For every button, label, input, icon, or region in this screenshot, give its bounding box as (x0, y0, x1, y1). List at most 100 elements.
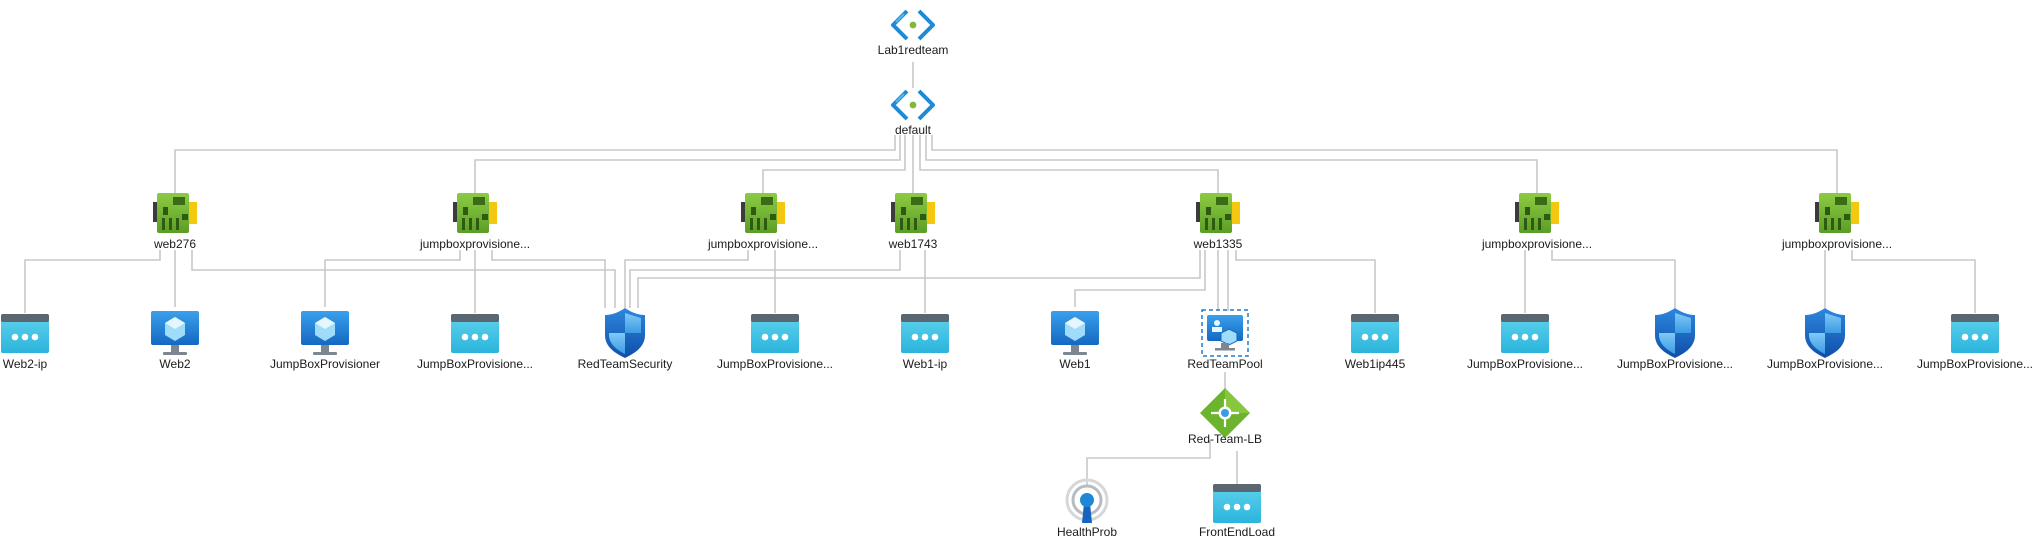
edge (925, 135, 1538, 194)
node-label: Web1-ip (903, 357, 948, 371)
node-label: jumpboxprovisione... (419, 237, 530, 251)
node-label: Web1ip445 (1345, 357, 1406, 371)
node-label: Lab1redteam (878, 43, 949, 57)
node-label: jumpboxprovisione... (707, 237, 818, 251)
public-ip-icon (1, 314, 49, 353)
node-nic-web276[interactable]: web276 (153, 193, 197, 251)
node-lb[interactable]: Red-Team-LB (1188, 388, 1262, 446)
node-pip-jbp4[interactable]: JumpBoxProvisione... (1917, 314, 2033, 371)
edge-layer (24, 62, 1976, 486)
node-label: JumpBoxProvisione... (1917, 357, 2033, 371)
node-label: jumpboxprovisione... (1781, 237, 1892, 251)
node-frontend[interactable]: FrontEndLoad (1199, 484, 1275, 539)
public-ip-icon (1501, 314, 1549, 353)
node-label: JumpBoxProvisione... (717, 357, 833, 371)
virtual-network-icon (891, 9, 935, 41)
network-interface-icon (741, 193, 785, 233)
network-interface-icon (891, 193, 935, 233)
node-vm-web2[interactable]: Web2 (151, 311, 199, 371)
node-pip-jbp1[interactable]: JumpBoxProvisione... (417, 314, 533, 371)
virtual-machine-icon (1051, 311, 1099, 355)
node-label: JumpBoxProvisione... (417, 357, 533, 371)
node-vm-web1[interactable]: Web1 (1051, 311, 1099, 371)
node-pip-jbp2[interactable]: JumpBoxProvisione... (717, 314, 833, 371)
node-label: RedTeamPool (1187, 357, 1262, 371)
node-label: JumpBoxProvisione... (1467, 357, 1583, 371)
node-label: HealthProb (1057, 525, 1117, 539)
edge (324, 250, 461, 307)
node-label: JumpBoxProvisione... (1767, 357, 1883, 371)
node-label: Web2-ip (3, 357, 48, 371)
edge (474, 135, 901, 194)
node-vnet[interactable]: Lab1redteam (878, 9, 949, 57)
node-pip-web1[interactable]: Web1-ip (901, 314, 949, 371)
edge (1235, 250, 1376, 313)
public-ip-icon (1951, 314, 1999, 353)
node-nsg-jbp1[interactable]: JumpBoxProvisione... (1617, 308, 1733, 371)
node-label: web1335 (1193, 237, 1243, 251)
edge (1851, 250, 1976, 313)
node-label: JumpBoxProvisioner (270, 357, 380, 371)
node-label: default (895, 123, 932, 137)
public-ip-icon (451, 314, 499, 353)
public-ip-icon (1351, 314, 1399, 353)
node-label: web276 (153, 237, 196, 251)
network-interface-icon (1815, 193, 1859, 233)
edge (1086, 440, 1211, 486)
node-nic-jbp4[interactable]: jumpboxprovisione... (1781, 193, 1892, 251)
node-layer: Lab1redteam default web276 jumpboxprovision… (1, 9, 2033, 539)
node-label: Web1 (1059, 357, 1090, 371)
public-ip-icon (1213, 484, 1261, 523)
edge (629, 250, 901, 308)
node-label: RedTeamSecurity (578, 357, 673, 371)
node-pip-web1ip445[interactable]: Web1ip445 (1345, 314, 1406, 371)
node-pip-jbp3[interactable]: JumpBoxProvisione... (1467, 314, 1583, 371)
edge (1074, 250, 1206, 307)
health-probe-icon (1065, 478, 1109, 523)
network-interface-icon (453, 193, 497, 233)
edge (919, 135, 1219, 194)
node-nic-web1743[interactable]: web1743 (888, 193, 938, 251)
node-nic-jbp1[interactable]: jumpboxprovisione... (419, 193, 530, 251)
backend-pool-icon (1207, 315, 1243, 351)
edge (637, 250, 1201, 308)
node-pip-web2[interactable]: Web2-ip (1, 314, 49, 371)
node-nic-jbp2[interactable]: jumpboxprovisione... (707, 193, 818, 251)
node-label: jumpboxprovisione... (1481, 237, 1592, 251)
edge (174, 135, 896, 194)
public-ip-icon (901, 314, 949, 353)
edge (491, 250, 606, 308)
network-security-group-icon (1805, 308, 1845, 358)
node-subnet[interactable]: default (891, 89, 935, 137)
edge (1551, 250, 1676, 308)
node-pool[interactable]: RedTeamPool (1187, 309, 1263, 371)
load-balancer-icon (1200, 388, 1250, 438)
node-label: Red-Team-LB (1188, 432, 1262, 446)
network-interface-icon (153, 193, 197, 233)
edge (191, 250, 616, 308)
public-ip-icon (751, 314, 799, 353)
virtual-machine-icon (151, 311, 199, 355)
node-label: Web2 (159, 357, 190, 371)
node-probe[interactable]: HealthProb (1057, 478, 1117, 539)
selection-outline (1201, 309, 1249, 357)
node-nsg-rts[interactable]: RedTeamSecurity (578, 308, 673, 371)
network-interface-icon (1515, 193, 1559, 233)
node-nsg-jbp2[interactable]: JumpBoxProvisione... (1767, 308, 1883, 371)
virtual-machine-icon (301, 311, 349, 355)
edge (931, 135, 1838, 194)
node-vm-jbp[interactable]: JumpBoxProvisioner (270, 311, 380, 371)
network-interface-icon (1196, 193, 1240, 233)
edge (624, 250, 749, 308)
subnet-icon (891, 89, 935, 121)
node-label: web1743 (888, 237, 938, 251)
node-nic-web1335[interactable]: web1335 (1193, 193, 1243, 251)
network-security-group-icon (1655, 308, 1695, 358)
node-nic-jbp3[interactable]: jumpboxprovisione... (1481, 193, 1592, 251)
edge (24, 250, 161, 313)
network-security-group-icon (605, 308, 645, 358)
node-label: JumpBoxProvisione... (1617, 357, 1733, 371)
node-label: FrontEndLoad (1199, 525, 1275, 539)
edge (762, 135, 906, 194)
